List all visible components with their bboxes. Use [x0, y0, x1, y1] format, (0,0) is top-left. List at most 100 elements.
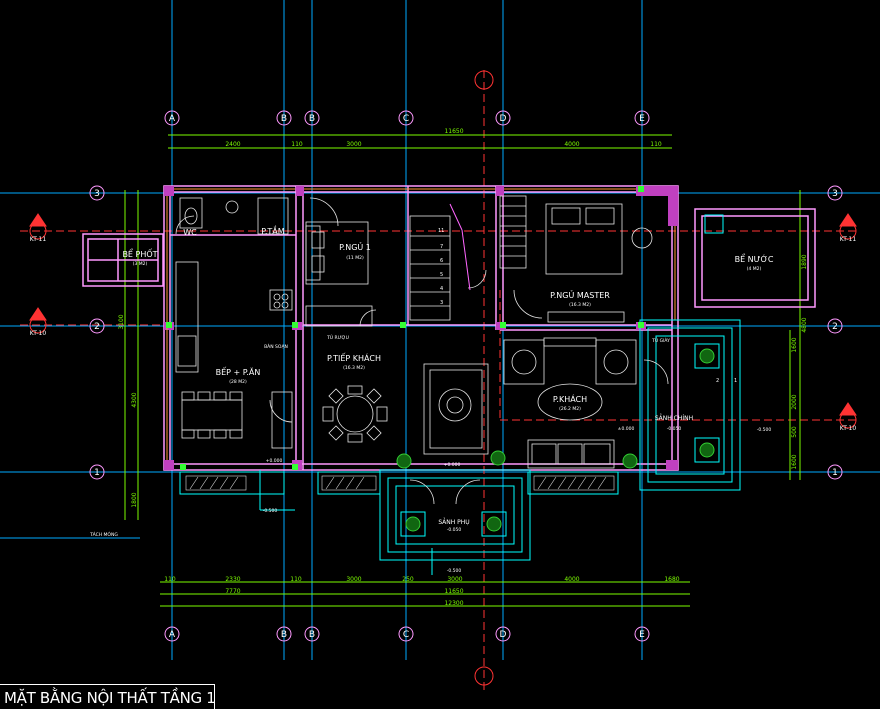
grid-label-3-left: 3 [94, 189, 100, 199]
dim-bottom-b: 2330 [225, 576, 240, 583]
porch-outlines [179, 319, 741, 575]
dim-bottom-c: 110 [290, 576, 302, 583]
section-label-left-2: KT-10 [30, 330, 47, 337]
stair-arrow [449, 203, 471, 291]
grid-label-d-bottom: D [500, 630, 507, 640]
room-main-lobby-label: SẢNH CHÍNH [655, 414, 693, 422]
section-label-left-1: KT-11 [30, 236, 47, 243]
grid-label-1-left: 1 [94, 468, 100, 478]
dim-left-3: 1800 [131, 492, 138, 507]
dim-bottom-e: 250 [402, 576, 414, 583]
level-3: -0.050 [447, 527, 462, 533]
dim-top-5: 110 [650, 141, 662, 148]
dim-top-4: 4000 [564, 141, 579, 148]
dim-bottom-d: 3000 [346, 576, 361, 583]
level-7: -0.500 [757, 427, 772, 433]
dim-right-1: 1890 [801, 254, 808, 269]
dim-bottom-a: 110 [164, 576, 176, 583]
stair-step-4: 4 [440, 286, 443, 292]
room-wc-label: WC [183, 228, 197, 237]
room-bath-label: P.TẮM [261, 224, 284, 236]
grid-label-e-bottom: E [639, 630, 645, 640]
grid-label-c-top: C [403, 114, 409, 124]
wall-finish [166, 188, 676, 460]
dim-right-2: 4800 [801, 317, 808, 332]
stair-step-1: 1 [734, 378, 737, 384]
grid-label-b2-top: B [309, 114, 315, 124]
grid-label-b-top: B [281, 114, 287, 124]
stair-step-2: 2 [716, 378, 719, 384]
dim-top-2: 110 [291, 141, 303, 148]
label-wine-cabinet: TỦ RƯỢU [326, 333, 349, 341]
label-prep-table: BÀN SOẠN [264, 343, 288, 350]
grid-label-2-left: 2 [94, 322, 100, 332]
room-septic-label: BỂ PHỐT [122, 247, 157, 259]
level-2: -0.500 [263, 508, 278, 514]
room-master-area: (16.3 M2) [569, 302, 591, 308]
planters [185, 475, 615, 491]
room-master-label: P.NGỦ MASTER [550, 289, 610, 300]
room-tank-label: BỂ NƯỚC [735, 252, 774, 264]
dim-left-1: 3100 [118, 314, 125, 329]
room-living-label: P.KHÁCH [553, 393, 587, 404]
dim-right-4: 2000 [791, 394, 798, 409]
dim-bottom-2: 7770 [225, 588, 240, 595]
grid-label-a-top: A [169, 114, 176, 124]
stair-step-5: 5 [440, 272, 443, 278]
grid-label-2-right: 2 [832, 322, 838, 332]
dim-bottom-f: 3000 [447, 576, 462, 583]
dim-bottom-4: 12300 [444, 600, 463, 607]
room-living-area: (26.2 M2) [559, 406, 581, 412]
stair-step-3: 3 [440, 300, 443, 306]
grid-label-b-bottom: B [281, 630, 287, 640]
stair-step-6: 6 [440, 258, 443, 264]
dim-bottom-h: 1680 [664, 576, 679, 583]
dim-left-2: 4300 [131, 392, 138, 407]
section-label-right-1: KT-11 [840, 236, 857, 243]
dim-top-total: 11650 [444, 128, 463, 135]
section-markers [29, 70, 857, 686]
stair-step-7: 7 [440, 244, 443, 250]
grid-label-c-bottom: C [403, 630, 409, 640]
dim-right-3: 1600 [791, 337, 798, 352]
level-1: +0.000 [266, 458, 283, 464]
room-side-lobby-label: SẢNH PHỤ [438, 518, 469, 526]
level-6: ±0.000 [618, 426, 635, 432]
room-reception-area: (16.3 M2) [343, 365, 365, 371]
level-8: -0.050 [667, 426, 682, 432]
grid-label-e-top: E [639, 114, 645, 124]
room-septic-area: (3 M2) [133, 261, 148, 267]
dim-top-1: 2400 [225, 141, 240, 148]
dimension-lines [124, 134, 801, 607]
grid-label-a-bottom: A [169, 630, 176, 640]
label-foundation-split: TÁCH MÓNG [89, 531, 118, 538]
room-reception-label: P.TIẾP KHÁCH [327, 352, 381, 363]
grid-bubbles-top [89, 110, 843, 642]
dim-right-5: 500 [791, 426, 798, 438]
room-kitchen-area: (28 M2) [229, 379, 247, 385]
level-5: -0.500 [447, 568, 462, 574]
dim-bottom-g: 4000 [564, 576, 579, 583]
grid-label-1-right: 1 [832, 468, 838, 478]
furniture [175, 195, 669, 505]
dim-bottom-3: 11650 [444, 588, 463, 595]
room-kitchen-label: BẾP + P.ĂN [216, 366, 261, 377]
pillar-pots [400, 214, 724, 537]
dim-right-6: 1600 [791, 454, 798, 469]
room-bed1-area: (11 M2) [346, 255, 364, 261]
grid-label-b2-bottom: B [309, 630, 315, 640]
dim-top-3: 3000 [346, 141, 361, 148]
label-shoe-cabinet: TỦ GIÀY [651, 336, 670, 344]
room-bed1-label: P.NGỦ 1 [339, 241, 371, 252]
grid-label-3-right: 3 [832, 189, 838, 199]
room-tank-area: (4 M2) [747, 266, 762, 272]
stair-step-11: 11 [438, 228, 444, 234]
column-markers [166, 186, 644, 470]
grid-label-d-top: D [500, 114, 507, 124]
drawing-title-box: MẶT BẰNG NỘI THẤT TẦNG 1 [0, 684, 216, 709]
plants [396, 348, 715, 532]
drawing-title: MẶT BẰNG NỘI THẤT TẦNG 1 [4, 689, 216, 707]
level-4: +0.000 [444, 462, 461, 468]
